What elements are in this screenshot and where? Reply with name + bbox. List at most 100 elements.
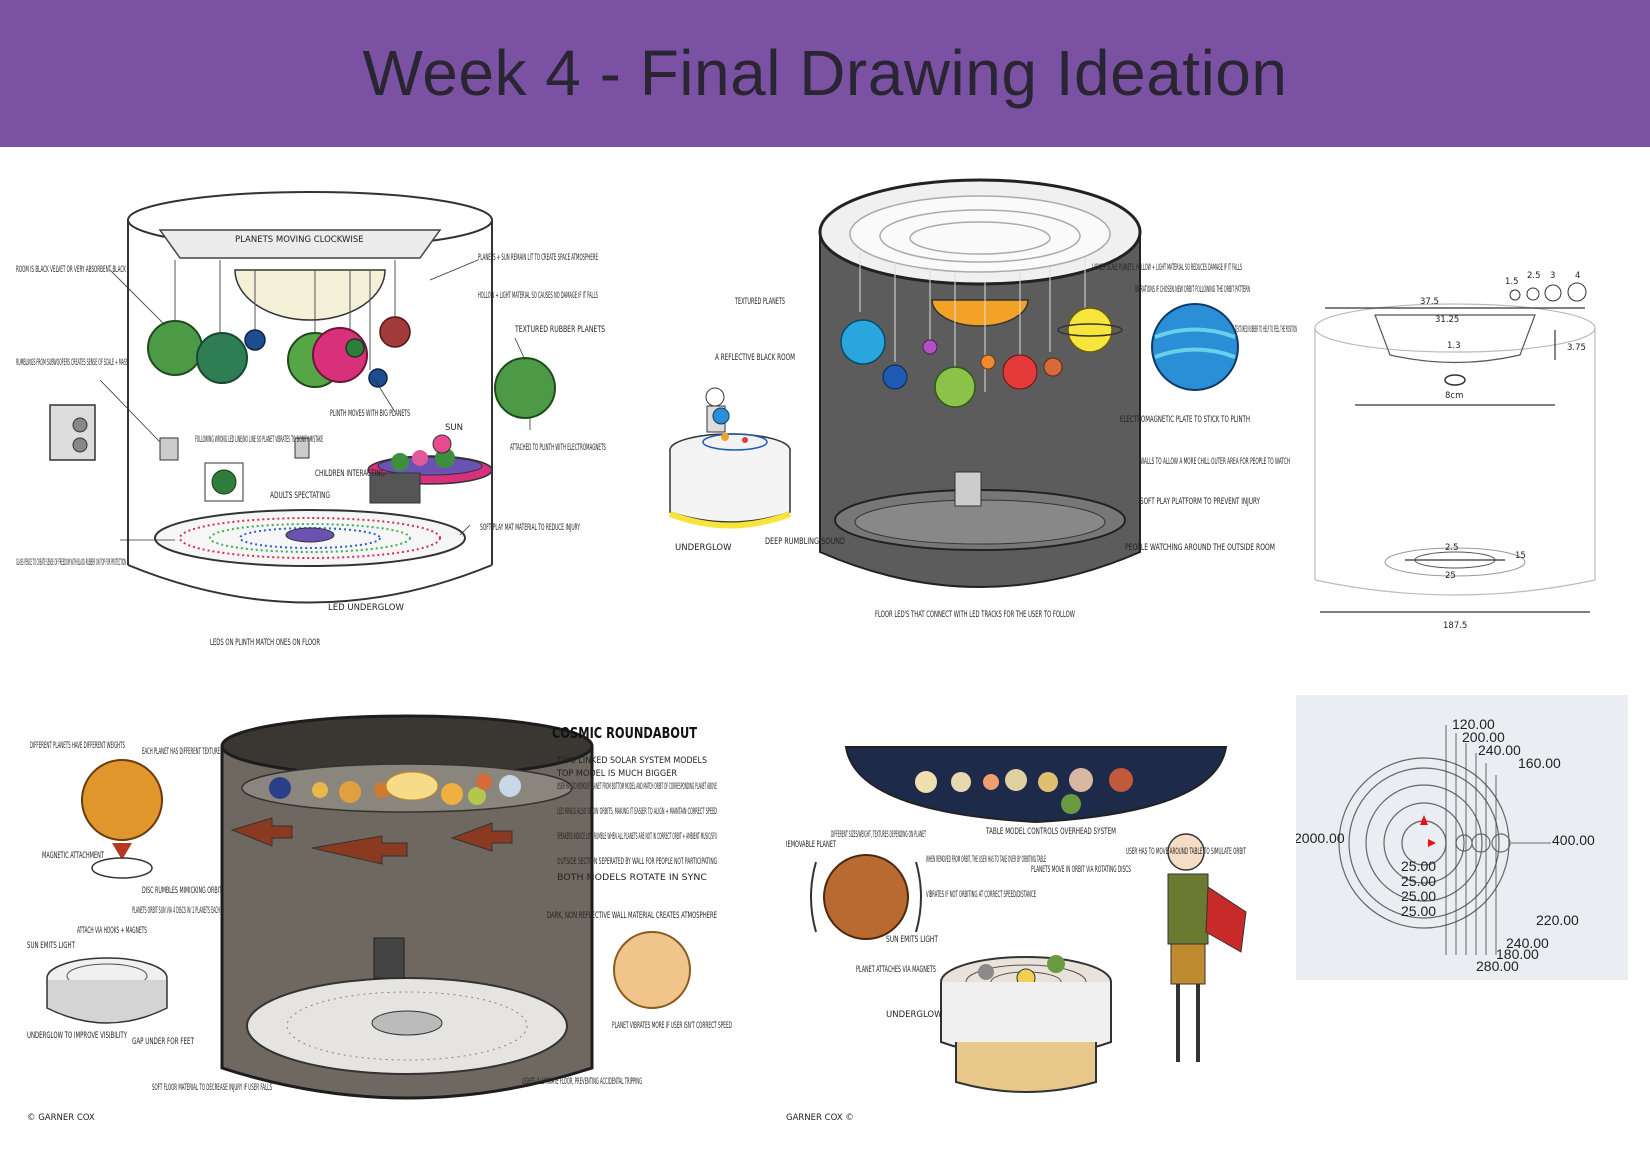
sketch4-list-item: OUTSIDE SECTION SEPERATED BY WALL FOR PE… [557, 857, 717, 867]
sketch2-note: ELECTROMAGNETIC PLATE TO STICK TO PLINTH [1120, 415, 1250, 425]
sketch2-note: WALLS TO ALLOW A MORE CHILL OUTER AREA F… [1140, 457, 1290, 467]
sketch4-note: PLANETS ORBIT SUN VIA 4 DISCS W/ 2 PLANE… [132, 906, 220, 916]
sketch4-list-item: SPEAKERS INDUCE LOW RUMBLE WHEN ALL PLAN… [557, 832, 717, 842]
cad-dim: 25.00 [1401, 873, 1436, 889]
sketch4-note: DISC RUMBLES MIMICKING ORBIT [142, 886, 222, 896]
sketch1-note: LED UNDERGLOW [328, 603, 404, 613]
sketch1-note: PLINTH MOVES WITH BIG PLANETS [330, 409, 410, 419]
sketch3-dim: 1.5 [1505, 277, 1519, 287]
sketch5-note: GARNER COX © [786, 1113, 854, 1123]
sketch-1-drawing: PLANETS MOVING CLOCKWISE ROOM IS BLACK V… [16, 191, 606, 648]
sketch3-dim: 37.5 [1420, 297, 1439, 307]
sketch-2-drawing: LARGER SCALE PLANETS, HOLLOW + LIGHT MAT… [668, 178, 1297, 620]
sketch3-dim: 3 [1550, 271, 1555, 281]
sketch4-note: ATTACH VIA HOOKS + MAGNETS [77, 926, 147, 936]
cad-dim: 120.00 [1452, 716, 1495, 732]
sketch1-note: TEXTURED RUBBER PLANETS [514, 325, 605, 335]
sketch5-note: USER HAS TO MOVE AROUND TABLE TO SIMULAT… [1126, 847, 1246, 857]
sketch3-dim: 187.5 [1443, 621, 1467, 631]
sketch1-note: FOLLOWING WRONG LED LINE/NO LINE SO PLAN… [195, 435, 323, 445]
sketch4-note: UNDERGLOW TO IMPROVE VISIBILITY [27, 1031, 128, 1041]
sketch1-note: HOLLOW + LIGHT MATERIAL SO CAUSES NO DAM… [478, 291, 598, 301]
sketch1-note: GLASS FENCE TO CREATE SENSE OF FREEDOM W… [16, 558, 126, 568]
sketch-3-drawing: 37.5 31.25 1.5 2.5 3 4 1.3 3.75 8cm 15 2… [1314, 271, 1596, 631]
sketch4-list-item: LED RINGS ALSO SHOW ORBITS, MAKING IT EA… [557, 807, 717, 817]
cad-drawing: 120.00 200.00 240.00 160.00 2000.00 400.… [1296, 716, 1595, 974]
sketch5-note: PLANET ATTACHES VIA MAGNETS [856, 965, 936, 975]
sketch5-note: REMOVABLE PLANET [786, 840, 836, 850]
cad-dim: 160.00 [1518, 755, 1561, 771]
sketch4-note: GAP UNDER FOR FEET [132, 1037, 195, 1047]
cad-dim: 240.00 [1478, 742, 1521, 758]
sketch3-dim: 31.25 [1435, 315, 1459, 325]
sketch3-dim: 3.75 [1567, 343, 1586, 353]
cad-dim: 280.00 [1476, 958, 1519, 974]
sketch3-dim: 8cm [1445, 391, 1463, 401]
sketch5-note: PLANETS MOVE IN ORBIT VIA ROTATING DISCS [1031, 865, 1131, 875]
sketch5-note: UNDERGLOW [886, 1010, 943, 1020]
sketch2-note: LARGER SCALE PLANETS, HOLLOW + LIGHT MAT… [1092, 263, 1242, 273]
sketch3-dim: 25 [1445, 571, 1456, 581]
sketch5-note: SUN EMITS LIGHT [886, 935, 939, 945]
sketch4-list-item: BOTH MODELS ROTATE IN SYNC [557, 873, 707, 883]
sketch4-note: MAGNETIC ATTACHMENT [42, 851, 104, 861]
sketch4-list-item: TOP MODEL IS MUCH BIGGER [556, 769, 677, 779]
sketch1-note: RUMBLINGS FROM SUBWOOFERS CREATES SENSE … [16, 358, 128, 368]
cad-panel: 120.00 200.00 240.00 160.00 2000.00 400.… [1296, 695, 1628, 980]
sketch2-note: PEOPLE WATCHING AROUND THE OUTSIDE ROOM [1125, 543, 1275, 553]
cad-dim: 180.00 [1496, 946, 1539, 962]
cad-dim: 220.00 [1536, 912, 1579, 928]
sketch1-note: ATTACHED TO PLINTH WITH ELECTROMAGNETS [510, 443, 606, 453]
sketch-panel-3: 37.5 31.25 1.5 2.5 3 4 1.3 3.75 8cm 15 2… [1305, 270, 1635, 640]
sketch4-note: PLANET VIBRATES MORE IF USER ISN'T CORRE… [612, 1021, 732, 1031]
slide-header [0, 0, 1650, 147]
sketch1-note: SOFT PLAY MAT MATERIAL TO REDUCE INJURY [480, 523, 580, 533]
sketch-panel-1: PLANETS MOVING CLOCKWISE ROOM IS BLACK V… [10, 180, 610, 660]
sketch4-note: © GARNER COX [27, 1113, 95, 1123]
sketch1-note: ADULTS SPECTATING [270, 491, 330, 501]
sketch1-note: ROOM IS BLACK VELVET OR VERY ABSORBENT B… [16, 265, 126, 275]
sketch2-note: TEXTURED PLANETS [734, 297, 785, 307]
sketch4-list-item: USER HAS TO REMOVE PLANET FROM BOTTOM MO… [557, 782, 717, 792]
sketch-panel-4: COSMIC ROUNDABOUT TWO LINKED SOLAR SYSTE… [22, 708, 748, 1130]
sketch5-note: TABLE MODEL CONTROLS OVERHEAD SYSTEM [985, 827, 1116, 837]
cad-dim: 200.00 [1462, 729, 1505, 745]
cad-dim: 25.00 [1401, 888, 1436, 904]
sketch-4-drawing: COSMIC ROUNDABOUT TWO LINKED SOLAR SYSTE… [27, 714, 732, 1123]
sketch3-dim: 2.5 [1527, 271, 1541, 281]
sketch2-note: UNDERGLOW [675, 543, 732, 553]
sketch-5-drawing: REMOVABLE PLANET DIFFERENT SIZES/WEIGHT,… [786, 746, 1247, 1123]
cad-dim: 240.00 [1506, 935, 1549, 951]
sketch1-note: SUN [445, 423, 463, 433]
cad-dim: 25.00 [1401, 903, 1436, 919]
sketch4-note: LIGHTS ILLUMINATE FLOOR, PREVENTING ACCI… [522, 1077, 642, 1087]
sketch4-note: DARK, NON REFLECTIVE WALL MATERIAL CREAT… [547, 911, 717, 921]
sketch3-dim: 4 [1575, 271, 1580, 281]
sketch5-note: DIFFERENT SIZES/WEIGHT, TEXTURES DEPENDI… [831, 830, 926, 840]
sketch4-note: EACH PLANET HAS DIFFERENT TEXTURE [142, 747, 220, 757]
sketch3-dim: 15 [1515, 551, 1526, 561]
sketch2-note: FLOOR LED'S THAT CONNECT WITH LED TRACKS… [875, 610, 1075, 620]
sketch1-note: PLANETS + SUN REMAIN LIT TO CREATE SPACE… [478, 253, 598, 263]
sketch2-note: TEXTURED RUBBER TO HELP TO FEEL THE POSI… [1235, 325, 1297, 335]
sketch4-list-item: TWO LINKED SOLAR SYSTEM MODELS [556, 756, 707, 766]
sketch3-dim: 1.3 [1447, 341, 1461, 351]
slide-title: Week 4 - Final Drawing Ideation [362, 37, 1288, 109]
sketch-panel-2: LARGER SCALE PLANETS, HOLLOW + LIGHT MAT… [655, 172, 1300, 637]
sketch5-note: VIBRATES IF NOT ORBITING AT CORRECT SPEE… [926, 890, 1036, 900]
sketch4-heading: COSMIC ROUNDABOUT [552, 724, 698, 742]
sketch4-note: SOFT FLOOR MATERIAL TO DECREASE INJURY I… [152, 1083, 272, 1093]
sketch4-note: SUN EMITS LIGHT [27, 941, 76, 951]
sketch2-note: SOFT PLAY PLATFORM TO PREVENT INJURY [1140, 497, 1261, 507]
sketch2-note: DEEP RUMBLING SOUND [765, 537, 845, 547]
sketch1-note: PLANETS MOVING CLOCKWISE [235, 235, 364, 245]
sketch5-note: WHEN REMOVED FROM ORBIT, THE USER HAS TO… [926, 855, 1046, 865]
sketch3-dim: 2.5 [1445, 543, 1459, 553]
sketch4-note: DIFFERENT PLANETS HAVE DIFFERENT WEIGHTS [30, 741, 125, 751]
cad-dim: 2000.00 [1296, 830, 1345, 846]
sketch1-note: CHILDREN INTERACTING [315, 469, 385, 479]
cad-dim: 400.00 [1552, 832, 1595, 848]
sketch-panel-5: REMOVABLE PLANET DIFFERENT SIZES/WEIGHT,… [786, 742, 1300, 1127]
cad-dim: 25.00 [1401, 858, 1436, 874]
sketch2-note: VIBRATIONS IF CHOSEN NEW ORBIT FOLLOWING… [1135, 285, 1250, 295]
